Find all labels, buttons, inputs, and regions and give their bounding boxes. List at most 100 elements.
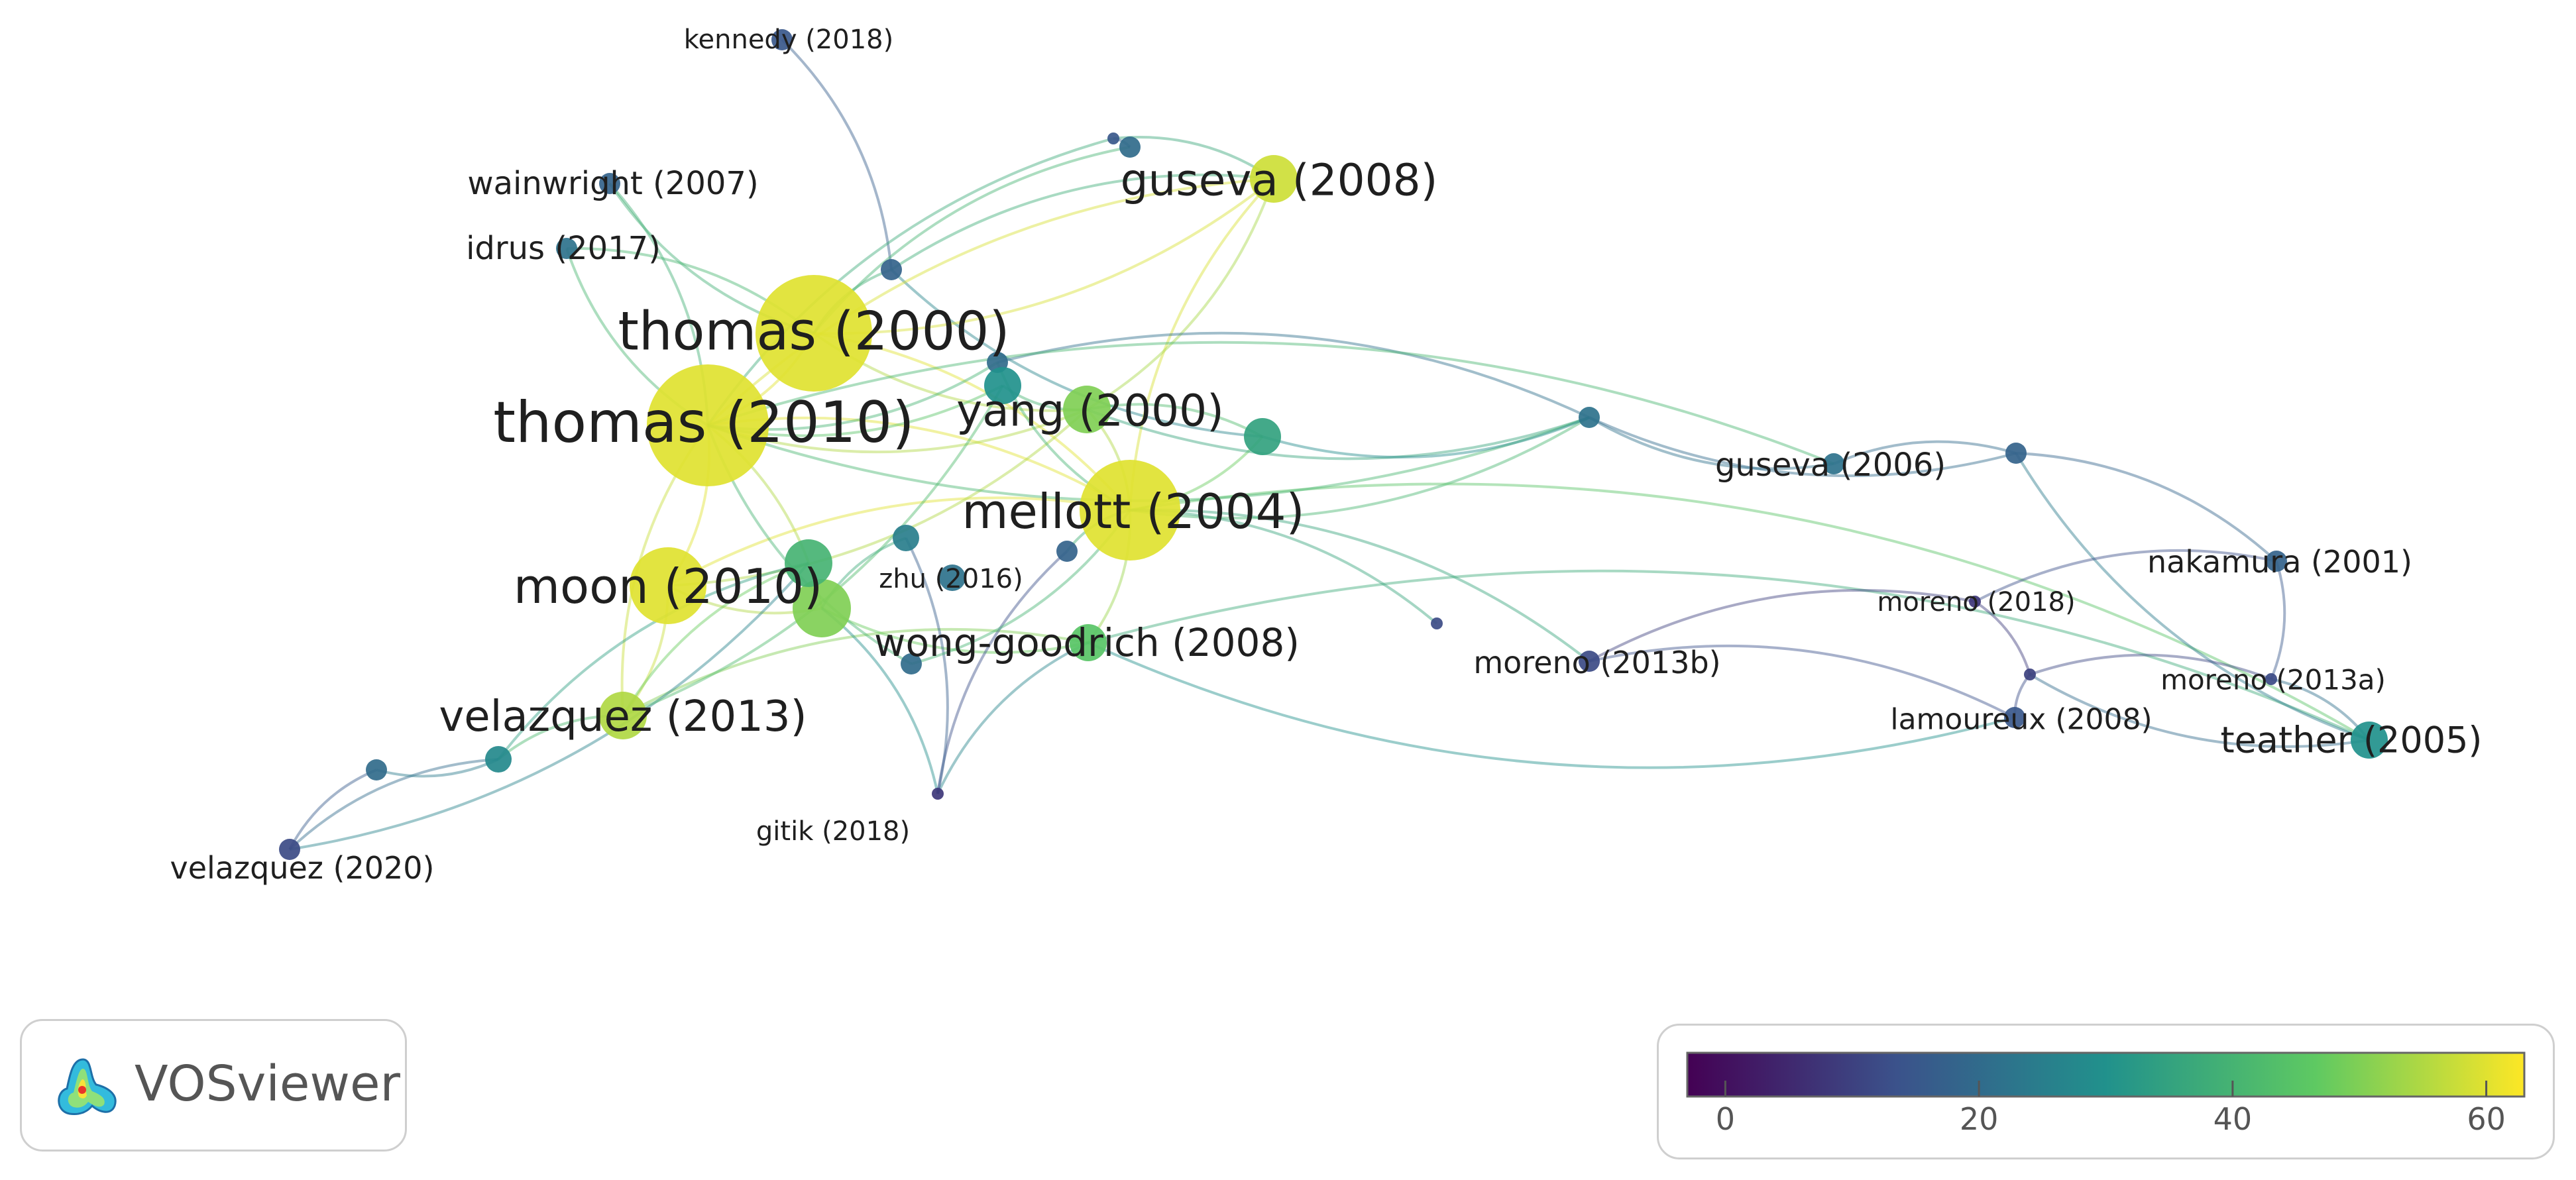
node-u3[interactable] [1119,136,1141,158]
node-moreno2013a[interactable] [2265,673,2277,685]
node-label-gitik2018[interactable]: gitik (2018) [756,816,910,847]
citation-link [289,562,810,851]
node-gitik2018[interactable] [932,788,944,800]
node-label-yang2000[interactable]: yang (2000) [956,386,1224,437]
node-label-guseva2006[interactable]: guseva (2006) [1715,447,1946,484]
citation-link [2029,673,2370,748]
node-label-nakamura2001[interactable]: nakamura (2001) [2147,544,2412,580]
node-kennedy2018[interactable] [771,29,793,50]
node-idrus2017[interactable] [556,238,577,259]
citation-link [1589,588,1976,663]
node-wonggoodrich2008[interactable] [1070,624,1107,661]
logo-text: VOSviewer [135,1055,400,1112]
node-moreno2018[interactable] [1969,596,1981,608]
node-u7[interactable] [893,525,919,551]
citation-link [1262,416,1590,459]
node-label-mellott2004[interactable]: mellott (2004) [962,484,1304,539]
node-u16[interactable] [366,759,387,780]
link-layer [288,38,2371,851]
node-u6[interactable] [1244,418,1281,455]
node-layer [279,29,2388,860]
citation-link [288,769,377,850]
node-u9[interactable] [793,579,851,637]
citation-link [622,627,1089,717]
node-teather2005[interactable] [2351,722,2388,759]
citation-link [890,268,1263,438]
node-label-moreno2013a[interactable]: moreno (2013a) [2160,664,2386,696]
citation-link [1833,440,2017,465]
citation-link [1129,416,1591,520]
node-label-wainwright2007[interactable]: wainwright (2007) [467,165,758,202]
citation-link [497,562,809,761]
citation-link [813,178,1275,335]
citation-link [1086,178,1275,411]
node-u8[interactable] [1056,541,1078,562]
citation-link [1588,416,1834,470]
node-thomas2000[interactable] [756,275,872,392]
node-label-teather2005[interactable]: teather (2005) [2220,720,2482,761]
node-u17[interactable] [2024,669,2036,680]
citation-link [1589,644,2015,719]
node-u15[interactable] [1431,617,1443,629]
citation-link [997,331,1590,419]
node-label-velazquez2013[interactable]: velazquez (2013) [439,692,807,741]
citation-link [1088,569,2370,741]
node-label-kennedy2018[interactable]: kennedy (2018) [684,25,893,55]
citation-link [622,562,809,717]
node-guseva2006[interactable] [1823,453,1844,474]
node-u1[interactable] [881,259,902,280]
vosviewer-logo: VOSviewer [20,1019,407,1152]
node-moon2010[interactable] [630,547,706,624]
citation-link [667,496,1131,587]
node-label-velazquez2020[interactable]: velazquez (2020) [170,850,434,886]
node-zhu2016[interactable] [939,564,966,591]
node-lamoureux2008[interactable] [2004,707,2025,728]
node-label-wonggoodrich2008[interactable]: wong-goodrich (2008) [874,620,1300,665]
citation-link [707,341,1834,465]
citation-link [706,137,1114,427]
node-label-thomas2000[interactable]: thomas (2000) [618,301,1009,362]
citation-link [2015,452,2278,563]
node-label-moon2010[interactable]: moon (2010) [514,559,822,614]
node-velazquez2013[interactable] [599,692,647,739]
node-wainwright2007[interactable] [599,173,620,194]
node-guseva2008[interactable] [1250,155,1298,203]
node-u12[interactable] [901,653,922,674]
node-u11[interactable] [785,539,832,587]
node-velazquez2020[interactable] [279,839,300,860]
node-label-lamoureux2008[interactable]: lamoureux (2008) [1890,703,2152,737]
node-label-moreno2013b[interactable]: moreno (2013b) [1473,645,1720,680]
node-u14[interactable] [1579,407,1600,428]
node-label-zhu2016[interactable]: zhu (2016) [879,564,1023,594]
node-u2[interactable] [1107,133,1119,144]
vosviewer-logo-icon [58,1058,117,1115]
citation-link [1129,482,2371,741]
node-u13[interactable] [2005,443,2027,464]
citation-link [622,385,1004,717]
citation-link [1974,600,2031,675]
node-label-moreno2018[interactable]: moreno (2018) [1877,587,2075,617]
node-mellott2004[interactable] [1080,460,1180,561]
citation-link [376,758,499,778]
node-label-guseva2008[interactable]: guseva (2008) [1121,155,1438,206]
color-scale-tick-label: 60 [2467,1101,2506,1137]
citation-link [890,174,1274,271]
citation-link [936,550,1068,794]
node-label-thomas2010[interactable]: thomas (2010) [493,390,914,456]
node-label-idrus2017[interactable]: idrus (2017) [466,230,661,267]
node-moreno2013b[interactable] [1579,651,1600,672]
node-thomas2010[interactable] [647,364,769,486]
citation-link [1086,408,1590,460]
color-scale-bar [1686,1051,2526,1098]
citation-link [1088,641,2015,769]
citation-link [2015,452,2370,741]
node-yang2000[interactable] [1063,386,1111,433]
node-u5[interactable] [984,367,1021,404]
color-scale-tick-label: 0 [1716,1101,1735,1137]
node-u10[interactable] [485,746,512,773]
citation-link [2029,653,2272,680]
label-layer: kennedy (2018) wainwright (2007) idrus (20… [170,25,2482,886]
node-nakamura2001[interactable] [2266,551,2287,572]
